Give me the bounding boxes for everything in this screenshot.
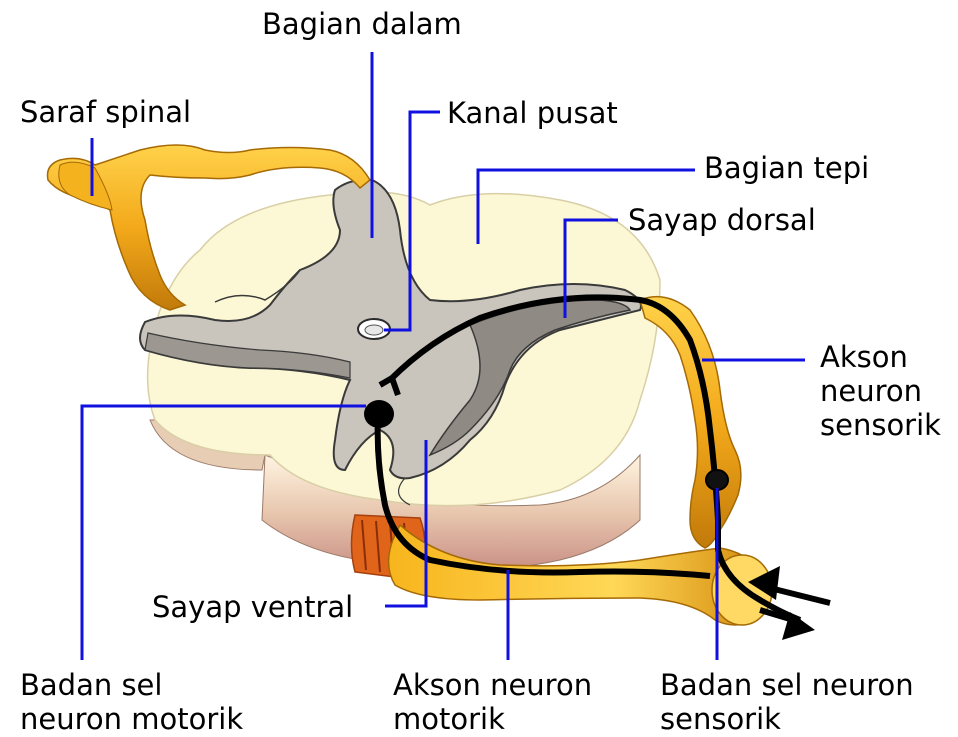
label-saraf-spinal: Saraf spinal <box>20 95 191 129</box>
label-bagian-tepi: Bagian tepi <box>704 151 869 185</box>
label-badan-sel-neuron-motorik-line1: Badan sel <box>20 668 162 702</box>
label-badan-sel-neuron-sensorik-line1: Badan sel neuron <box>660 668 914 702</box>
label-akson-neuron-motorik-line1: Akson neuron <box>393 668 592 702</box>
label-akson-neuron-sensorik-line1: Akson <box>820 340 908 374</box>
label-sayap-dorsal: Sayap dorsal <box>628 203 816 237</box>
label-akson-neuron-sensorik-line2: neuron <box>820 374 922 408</box>
label-akson-neuron-motorik-line2: motorik <box>393 702 505 736</box>
label-bagian-dalam: Bagian dalam <box>262 7 462 41</box>
label-badan-sel-neuron-sensorik-line2: sensorik <box>660 702 781 736</box>
label-akson-neuron-sensorik-line3: sensorik <box>820 408 941 442</box>
label-sayap-ventral: Sayap ventral <box>152 590 353 624</box>
label-kanal-pusat: Kanal pusat <box>447 96 618 130</box>
label-badan-sel-neuron-motorik-line2: neuron motorik <box>20 702 243 736</box>
